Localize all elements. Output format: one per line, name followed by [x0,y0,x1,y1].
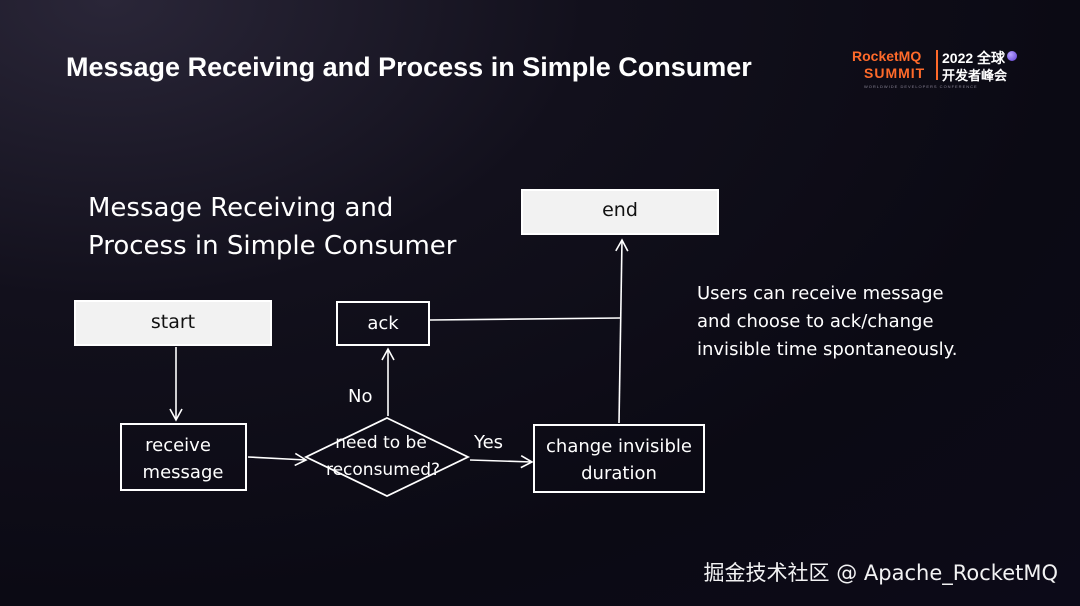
edge-change-end [615,238,629,424]
watermark: 掘金技术社区 @ Apache_RocketMQ [703,561,1058,585]
node-change-label-line2: duration [581,463,657,484]
logo-subtitle: 开发者峰会 [942,69,1008,84]
node-ack-label: ack [367,313,399,334]
logo-tagline: WORLDWIDE DEVELOPERS CONFERENCE [864,84,978,89]
diagram-heading-line1: Message Receiving and [88,193,393,223]
node-end: end [521,189,719,235]
edge-decision-change [469,454,534,469]
node-decision-label-line2: reconsumed? [326,460,440,480]
node-start: start [74,300,272,346]
rocketmq-summit-logo: RocketMQ SUMMIT 2022 全球 开发者峰会 WORLDWIDE … [850,48,1050,94]
node-decision-label-line1: need to be [335,433,427,453]
diagram-heading-line2: Process in Simple Consumer [88,231,457,261]
node-receive-label-line2: message [143,462,224,483]
logo-divider [936,50,938,80]
node-start-label: start [151,311,195,333]
logo-year: 2022 全球 [942,50,1006,66]
note-line3: invisible time spontaneously. [697,339,957,360]
node-ack: ack [336,301,430,346]
edge-ack-end [429,317,621,321]
slide-title: Message Receiving and Process in Simple … [66,52,752,82]
planet-icon [1007,51,1017,61]
node-receive-message: receive message [120,423,247,491]
node-end-label: end [602,199,638,221]
edge-label-yes: Yes [473,432,503,453]
edge-receive-decision [247,452,308,467]
note-line1: Users can receive message [697,283,944,304]
node-change-invisible-duration: change invisible duration [533,424,705,493]
node-receive-label-line1: receive [145,435,211,456]
edge-label-no: No [348,386,372,407]
note-line2: and choose to ack/change [697,311,934,332]
logo-brand: RocketMQ [852,48,922,64]
node-change-label-line1: change invisible [546,436,692,457]
node-decision: need to be reconsumed? [303,417,471,497]
logo-event: SUMMIT [864,65,926,81]
